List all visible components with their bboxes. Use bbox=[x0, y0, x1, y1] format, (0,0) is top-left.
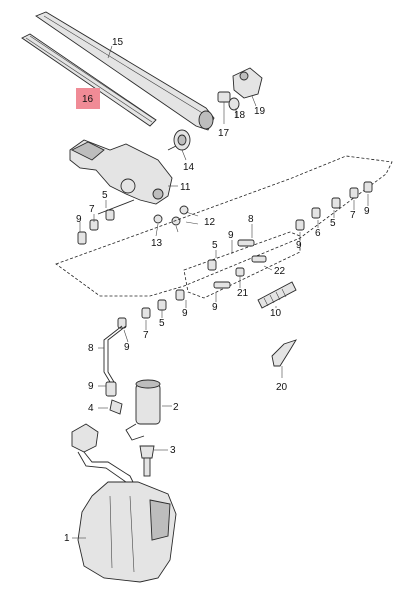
wiper-blade[interactable] bbox=[21, 33, 157, 127]
callout-1[interactable]: 1 bbox=[64, 533, 70, 544]
callout-4[interactable]: 4 bbox=[88, 403, 94, 414]
arm-cover-cap[interactable] bbox=[232, 67, 263, 99]
leader-lines bbox=[72, 45, 369, 539]
callout-14[interactable]: 14 bbox=[183, 162, 195, 173]
callout-16[interactable]: 16 bbox=[82, 94, 94, 105]
callout-labels: 15 16 19 18 17 14 11 12 13 5 7 9 8 9 5 9… bbox=[64, 37, 370, 544]
washer[interactable] bbox=[228, 97, 240, 111]
nut[interactable] bbox=[217, 91, 231, 103]
callout-8-top-mid[interactable]: 8 bbox=[248, 214, 254, 225]
grommet[interactable] bbox=[167, 129, 191, 151]
hose-routing-inner bbox=[183, 231, 301, 299]
callout-5-lower[interactable]: 5 bbox=[159, 318, 165, 329]
callout-7-lower[interactable]: 7 bbox=[143, 330, 149, 341]
ribbed-hose[interactable] bbox=[257, 281, 297, 309]
callout-5-top-mid[interactable]: 5 bbox=[212, 240, 218, 251]
wiper-motor[interactable] bbox=[69, 139, 173, 205]
callout-9-right-b[interactable]: 9 bbox=[364, 206, 370, 217]
wiper-arm[interactable] bbox=[35, 11, 215, 131]
callout-9-lower-b[interactable]: 9 bbox=[124, 342, 130, 353]
callout-5-top-left[interactable]: 5 bbox=[102, 190, 108, 201]
callout-8-lower[interactable]: 8 bbox=[88, 343, 94, 354]
callout-7-right[interactable]: 7 bbox=[350, 210, 356, 221]
callout-15[interactable]: 15 bbox=[112, 37, 124, 48]
callout-5-right[interactable]: 5 bbox=[330, 218, 336, 229]
hose-clip[interactable] bbox=[271, 339, 298, 367]
callout-7-top-left[interactable]: 7 bbox=[89, 204, 95, 215]
callout-9-top-mid[interactable]: 9 bbox=[228, 230, 234, 241]
highlight-marker bbox=[76, 88, 100, 109]
elbow-connector[interactable] bbox=[105, 381, 123, 415]
left-connectors[interactable] bbox=[77, 199, 135, 245]
motor-bolts[interactable] bbox=[153, 205, 189, 226]
callout-9-right-a[interactable]: 9 bbox=[296, 240, 302, 251]
right-connectors[interactable] bbox=[295, 181, 373, 231]
filler-neck[interactable] bbox=[139, 445, 155, 477]
hose-routing-outline bbox=[55, 155, 393, 297]
washer-reservoir[interactable] bbox=[71, 423, 177, 583]
callout-3[interactable]: 3 bbox=[170, 445, 176, 456]
callout-12[interactable]: 12 bbox=[204, 217, 216, 228]
callout-13[interactable]: 13 bbox=[151, 238, 163, 249]
washer-hose[interactable] bbox=[103, 325, 123, 383]
callout-9-mid-low[interactable]: 9 bbox=[212, 302, 218, 313]
callout-17[interactable]: 17 bbox=[218, 128, 230, 139]
middle-connectors[interactable] bbox=[207, 239, 267, 289]
callout-18[interactable]: 18 bbox=[234, 110, 246, 121]
callout-9-lower-a[interactable]: 9 bbox=[182, 308, 188, 319]
callout-10[interactable]: 10 bbox=[270, 308, 282, 319]
callout-11[interactable]: 11 bbox=[180, 182, 191, 193]
callout-21[interactable]: 21 bbox=[237, 288, 249, 299]
callout-19[interactable]: 19 bbox=[254, 106, 266, 117]
callout-2[interactable]: 2 bbox=[173, 402, 179, 413]
lower-connectors[interactable] bbox=[117, 289, 185, 329]
callout-9-pump[interactable]: 9 bbox=[88, 381, 94, 392]
callout-9-top-left[interactable]: 9 bbox=[76, 214, 82, 225]
callout-6-right[interactable]: 6 bbox=[315, 228, 321, 239]
washer-pump[interactable] bbox=[125, 379, 161, 441]
callout-20[interactable]: 20 bbox=[276, 382, 288, 393]
callout-22[interactable]: 22 bbox=[274, 266, 286, 277]
